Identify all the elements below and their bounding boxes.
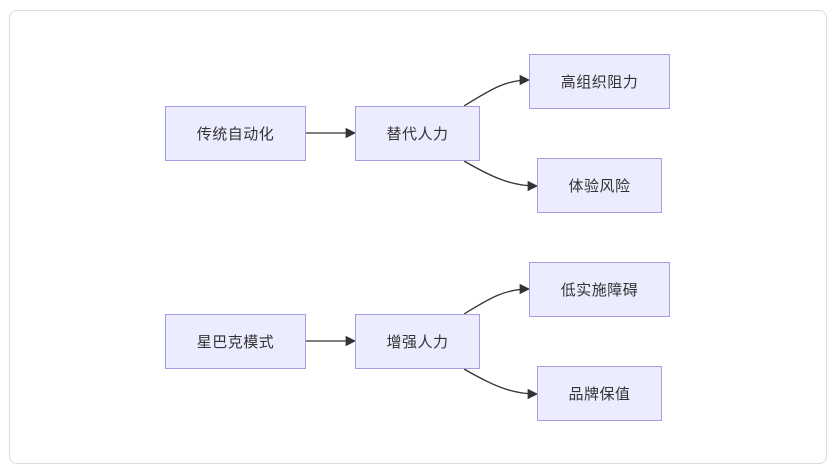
node-replace-labor: 替代人力 [355,106,480,161]
edge-augment-low-barrier [463,283,531,315]
edge-replace-high-resistance [463,74,531,107]
edge-augment-brand-value [463,368,539,400]
node-high-resistance: 高组织阻力 [529,54,670,109]
node-augment-labor: 增强人力 [355,314,480,369]
node-low-barrier: 低实施障碍 [529,262,670,317]
node-brand-value: 品牌保值 [537,366,662,421]
node-experience-risk: 体验风险 [537,158,662,213]
diagram-frame [9,10,827,464]
node-traditional-automation: 传统自动化 [165,106,306,161]
edge-replace-experience-risk [463,160,539,192]
node-starbucks-model: 星巴克模式 [165,314,306,369]
